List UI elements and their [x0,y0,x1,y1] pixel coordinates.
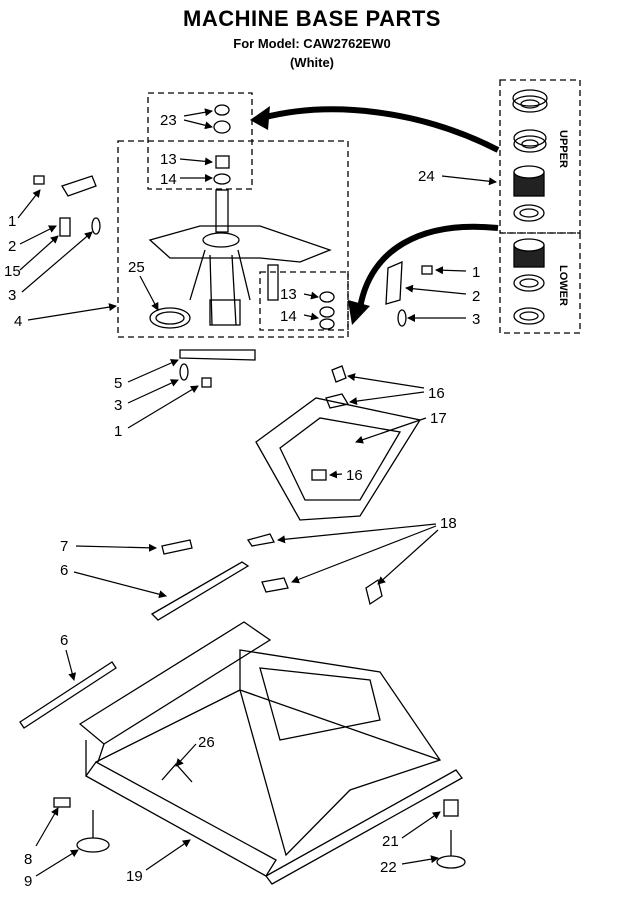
upper-kit-label: UPPER [557,130,569,168]
callout-5: 5 [114,375,122,392]
callout-22: 22 [380,859,397,876]
callout-14: 14 [160,171,177,188]
lower-kit-arrow [357,223,499,309]
callout-25: 25 [128,259,145,276]
lower-kit-label: LOWER [557,265,569,306]
transmission-box [117,140,349,338]
dashed-boxes [117,79,581,338]
callout-14: 14 [280,308,297,325]
callout-9: 9 [24,873,32,890]
lower-seal-rings [513,238,545,325]
callout-13: 13 [280,286,297,303]
callout-19: 19 [126,868,143,885]
callout-7: 7 [60,538,68,555]
lower-kit-arrowhead [348,300,370,325]
callout-21: 21 [382,833,399,850]
part-drawings [19,89,548,885]
lower-kit-box [499,232,581,334]
callout-24: 24 [418,168,435,185]
callout-3: 3 [472,311,480,328]
callout-numbers: 23 13 14 24 1 2 15 3 25 4 13 14 1 2 3 5 … [4,112,480,890]
model-line: For Model: CAW2762EW0 [233,36,391,51]
callout-3: 3 [114,397,122,414]
callout-26: 26 [198,734,215,751]
callout-3: 3 [8,287,16,304]
callout-2: 2 [8,238,16,255]
callout-4: 4 [14,313,22,330]
upper-seal-rings [512,89,548,222]
cabinet-base [78,621,463,885]
callout-2: 2 [472,288,480,305]
callout-6: 6 [60,632,68,649]
callout-1: 1 [8,213,16,230]
callout-1: 1 [472,264,480,281]
callout-16: 16 [428,385,445,402]
bushing-box [259,271,349,331]
callout-16: 16 [346,467,363,484]
callout-17: 17 [430,410,447,427]
color-line: (White) [289,55,335,70]
upper-kit-arrowhead [250,106,270,130]
page-title: MACHINE BASE PARTS [183,6,441,31]
leader-lines [17,108,497,877]
callout-1: 1 [114,423,122,440]
callout-8: 8 [24,851,32,868]
callout-15: 15 [4,263,21,280]
callout-13: 13 [160,151,177,168]
callout-18: 18 [440,515,457,532]
upper-kit-arrow [261,106,500,153]
callout-6: 6 [60,562,68,579]
callout-23: 23 [160,112,177,129]
